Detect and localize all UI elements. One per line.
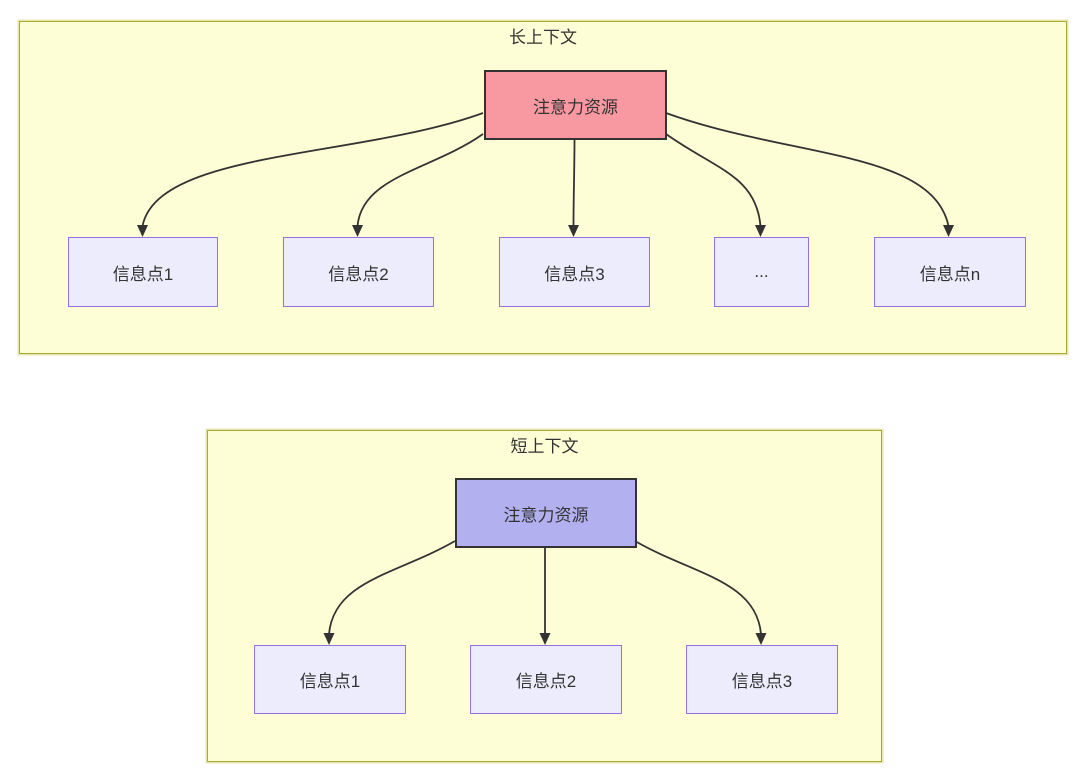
info-node-label: 信息点3 — [731, 672, 793, 691]
info-node-label: ... — [754, 262, 769, 281]
attention-resource-label: 注意力资源 — [533, 97, 618, 117]
short-context-group: 短上下文 注意力资源 信息点1 信息点2 信息点3 — [207, 430, 882, 762]
attention-resource-node: 注意力资源 — [455, 478, 637, 548]
info-node-label: 信息点1 — [112, 264, 174, 284]
info-node: 信息点3 — [499, 237, 650, 307]
attention-resource-node: 注意力资源 — [484, 70, 667, 140]
info-node-label: 信息点2 — [328, 264, 389, 284]
info-node-ellipsis: ... — [714, 237, 809, 307]
group-title: 长上下文 — [509, 28, 577, 47]
info-node-label: 信息点1 — [299, 672, 361, 691]
group-title: 短上下文 — [510, 437, 579, 456]
info-node-label: 信息点n — [919, 264, 981, 284]
info-node: 信息点2 — [470, 645, 622, 714]
info-node: 信息点3 — [686, 645, 838, 714]
info-node-label: 信息点3 — [544, 264, 605, 284]
info-node: 信息点2 — [283, 237, 434, 307]
info-node: 信息点1 — [254, 645, 406, 714]
attention-resource-label: 注意力资源 — [503, 505, 589, 525]
info-node: 信息点1 — [68, 237, 218, 307]
long-context-group: 长上下文 注意力资源 信息点1 信息点2 信息点3 ... 信息点n — [19, 21, 1067, 354]
info-node-label: 信息点2 — [515, 672, 577, 691]
info-node: 信息点n — [874, 237, 1026, 307]
